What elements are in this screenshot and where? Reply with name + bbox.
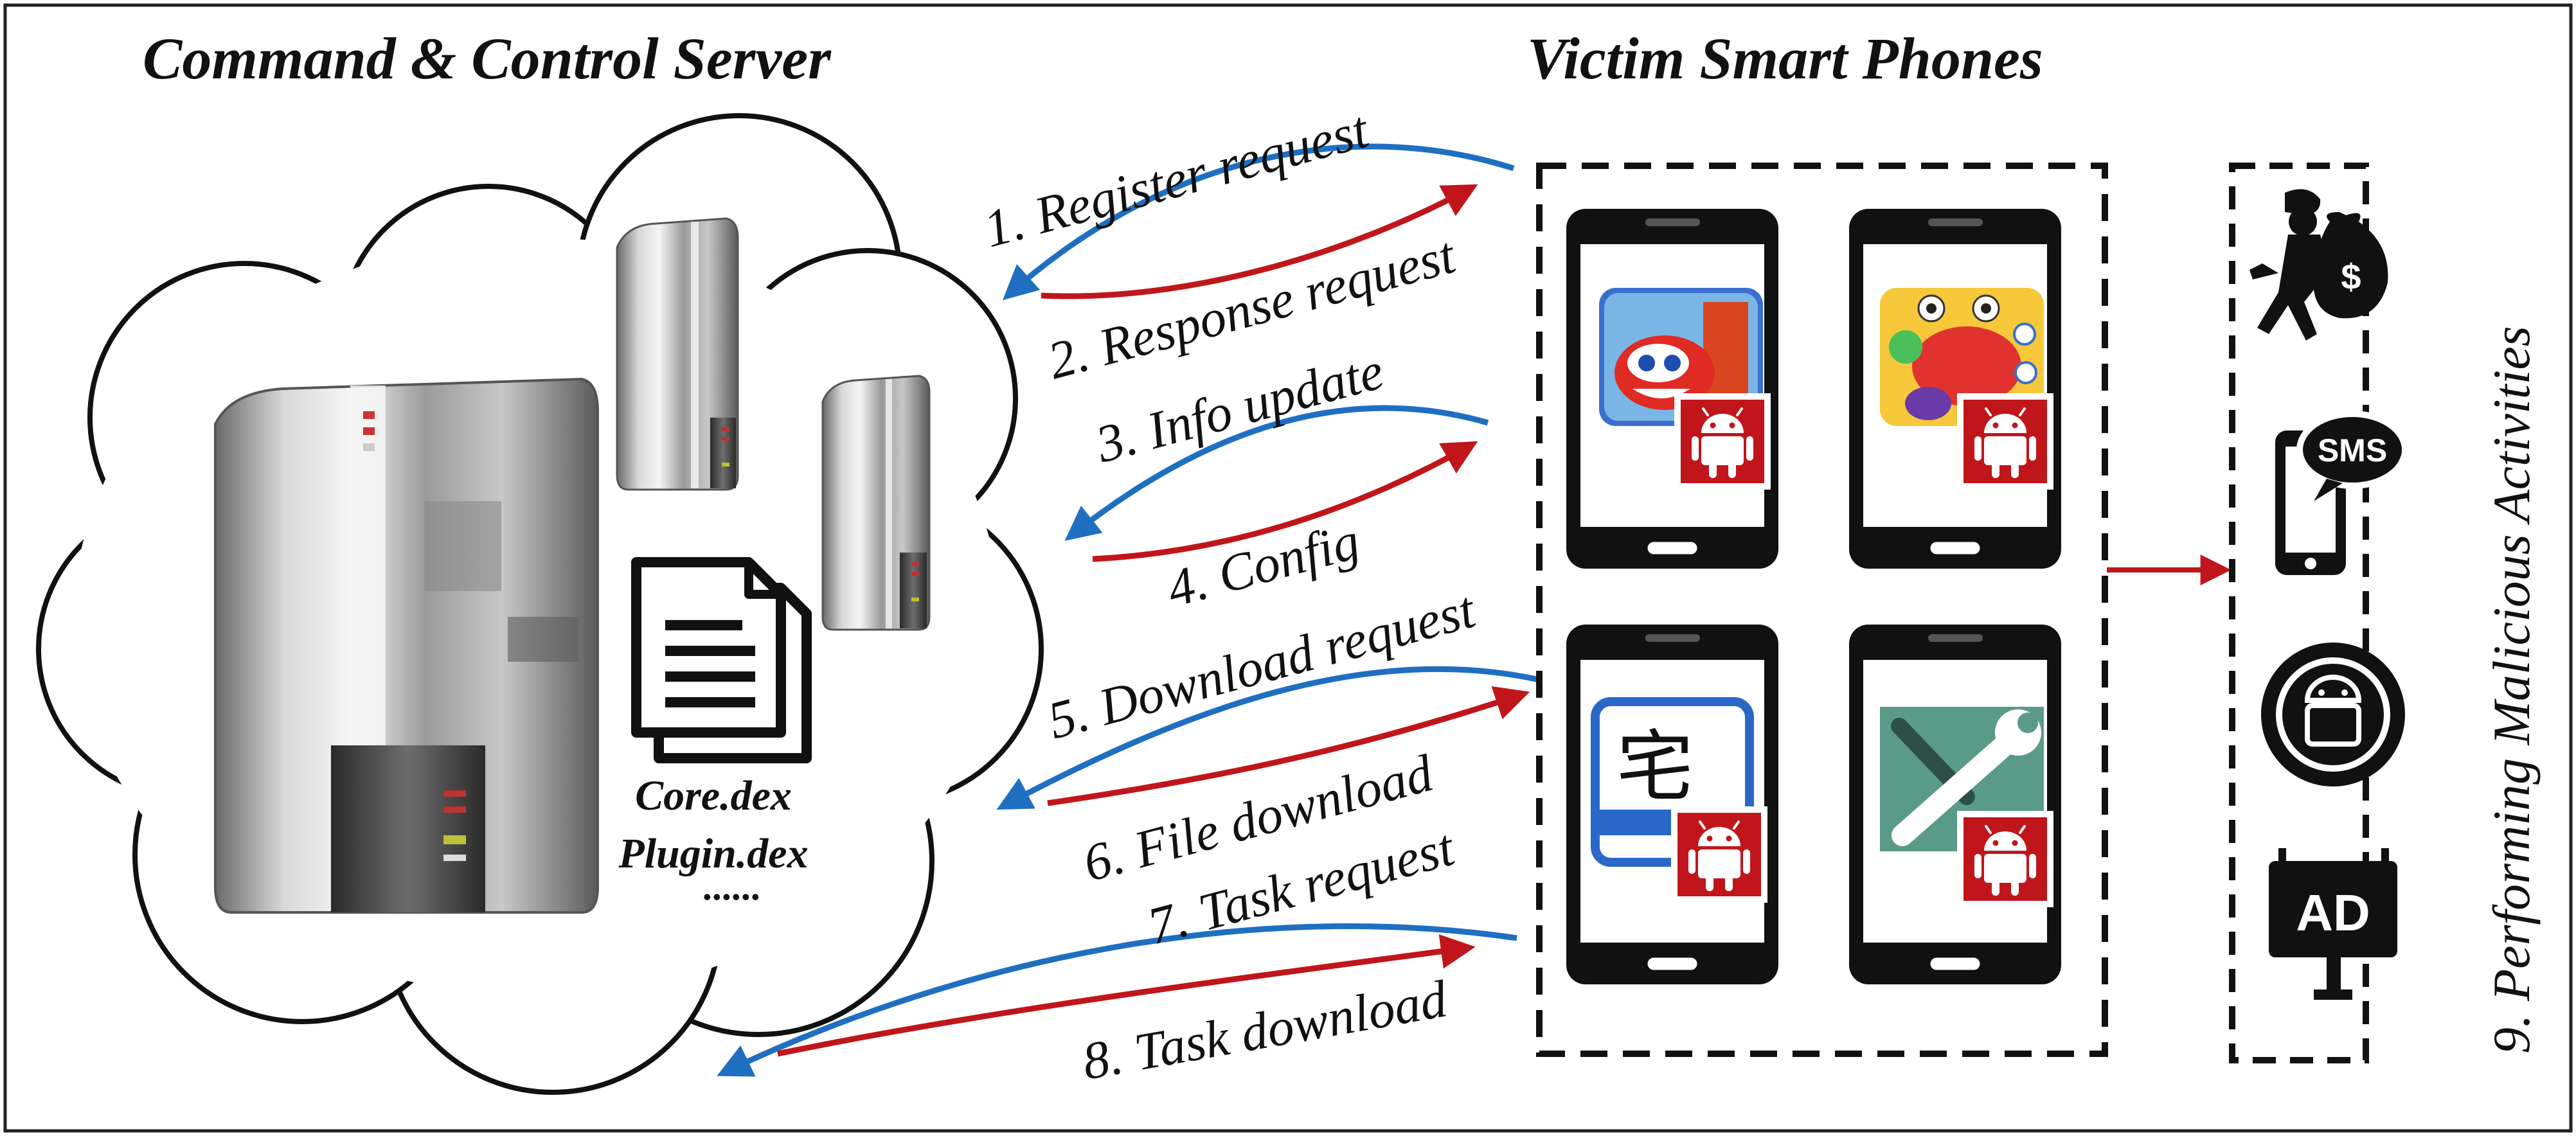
arrow-response-request xyxy=(1041,184,1478,299)
phones-heading: Victim Smart Phones xyxy=(1527,26,2043,91)
core-dex-label: Core.dex xyxy=(635,772,792,819)
app-chinese-char: 宅 xyxy=(1616,723,1694,812)
activities-label: 9. Performing Malicious Activities xyxy=(2482,326,2541,1054)
app-icon xyxy=(1599,288,1763,426)
arrow-download-request xyxy=(996,666,1540,810)
victim-phone xyxy=(1849,209,2061,569)
step-2-label: 2. Response request xyxy=(1042,226,1462,391)
figure-border xyxy=(3,3,2573,1133)
arrow-config xyxy=(1092,441,1478,562)
android-badge-icon xyxy=(2261,643,2405,786)
sms-phone-icon: SMS xyxy=(2275,411,2408,575)
arrow-file-download xyxy=(1047,686,1530,806)
server-heading: Command & Control Server xyxy=(143,26,832,91)
ellipsis-label: ...... xyxy=(704,865,762,908)
victim-phone xyxy=(1849,625,2061,984)
app-icon xyxy=(1880,288,2044,426)
activities-group-box xyxy=(2229,163,2369,1063)
server-tower-icon xyxy=(616,217,739,491)
server-tower-icon xyxy=(821,375,931,631)
arrow-task-request xyxy=(717,923,1517,1077)
step-8-label: 8. Task download xyxy=(1078,969,1451,1090)
main-server-icon xyxy=(214,377,599,914)
phones-group-box xyxy=(1536,163,2108,1057)
plugin-dex-label: Plugin.dex xyxy=(618,830,808,877)
victim-phone: 宅 xyxy=(1566,625,1778,984)
thief-moneybag-icon: $ xyxy=(2250,189,2388,341)
ad-sign-icon: AD xyxy=(2269,848,2397,1000)
step-4-label: 4. Config xyxy=(1161,511,1365,618)
arrow-task-download xyxy=(777,934,1476,1057)
arrow-info-update xyxy=(1064,405,1489,541)
arrow-register-request xyxy=(1002,143,1515,301)
victim-phone xyxy=(1566,209,1778,569)
documents-icon xyxy=(631,557,812,763)
step-1-label: 1. Register request xyxy=(978,100,1375,258)
sms-text: SMS xyxy=(2318,432,2387,468)
ad-text: AD xyxy=(2296,884,2370,941)
money-symbol: $ xyxy=(2341,256,2361,297)
